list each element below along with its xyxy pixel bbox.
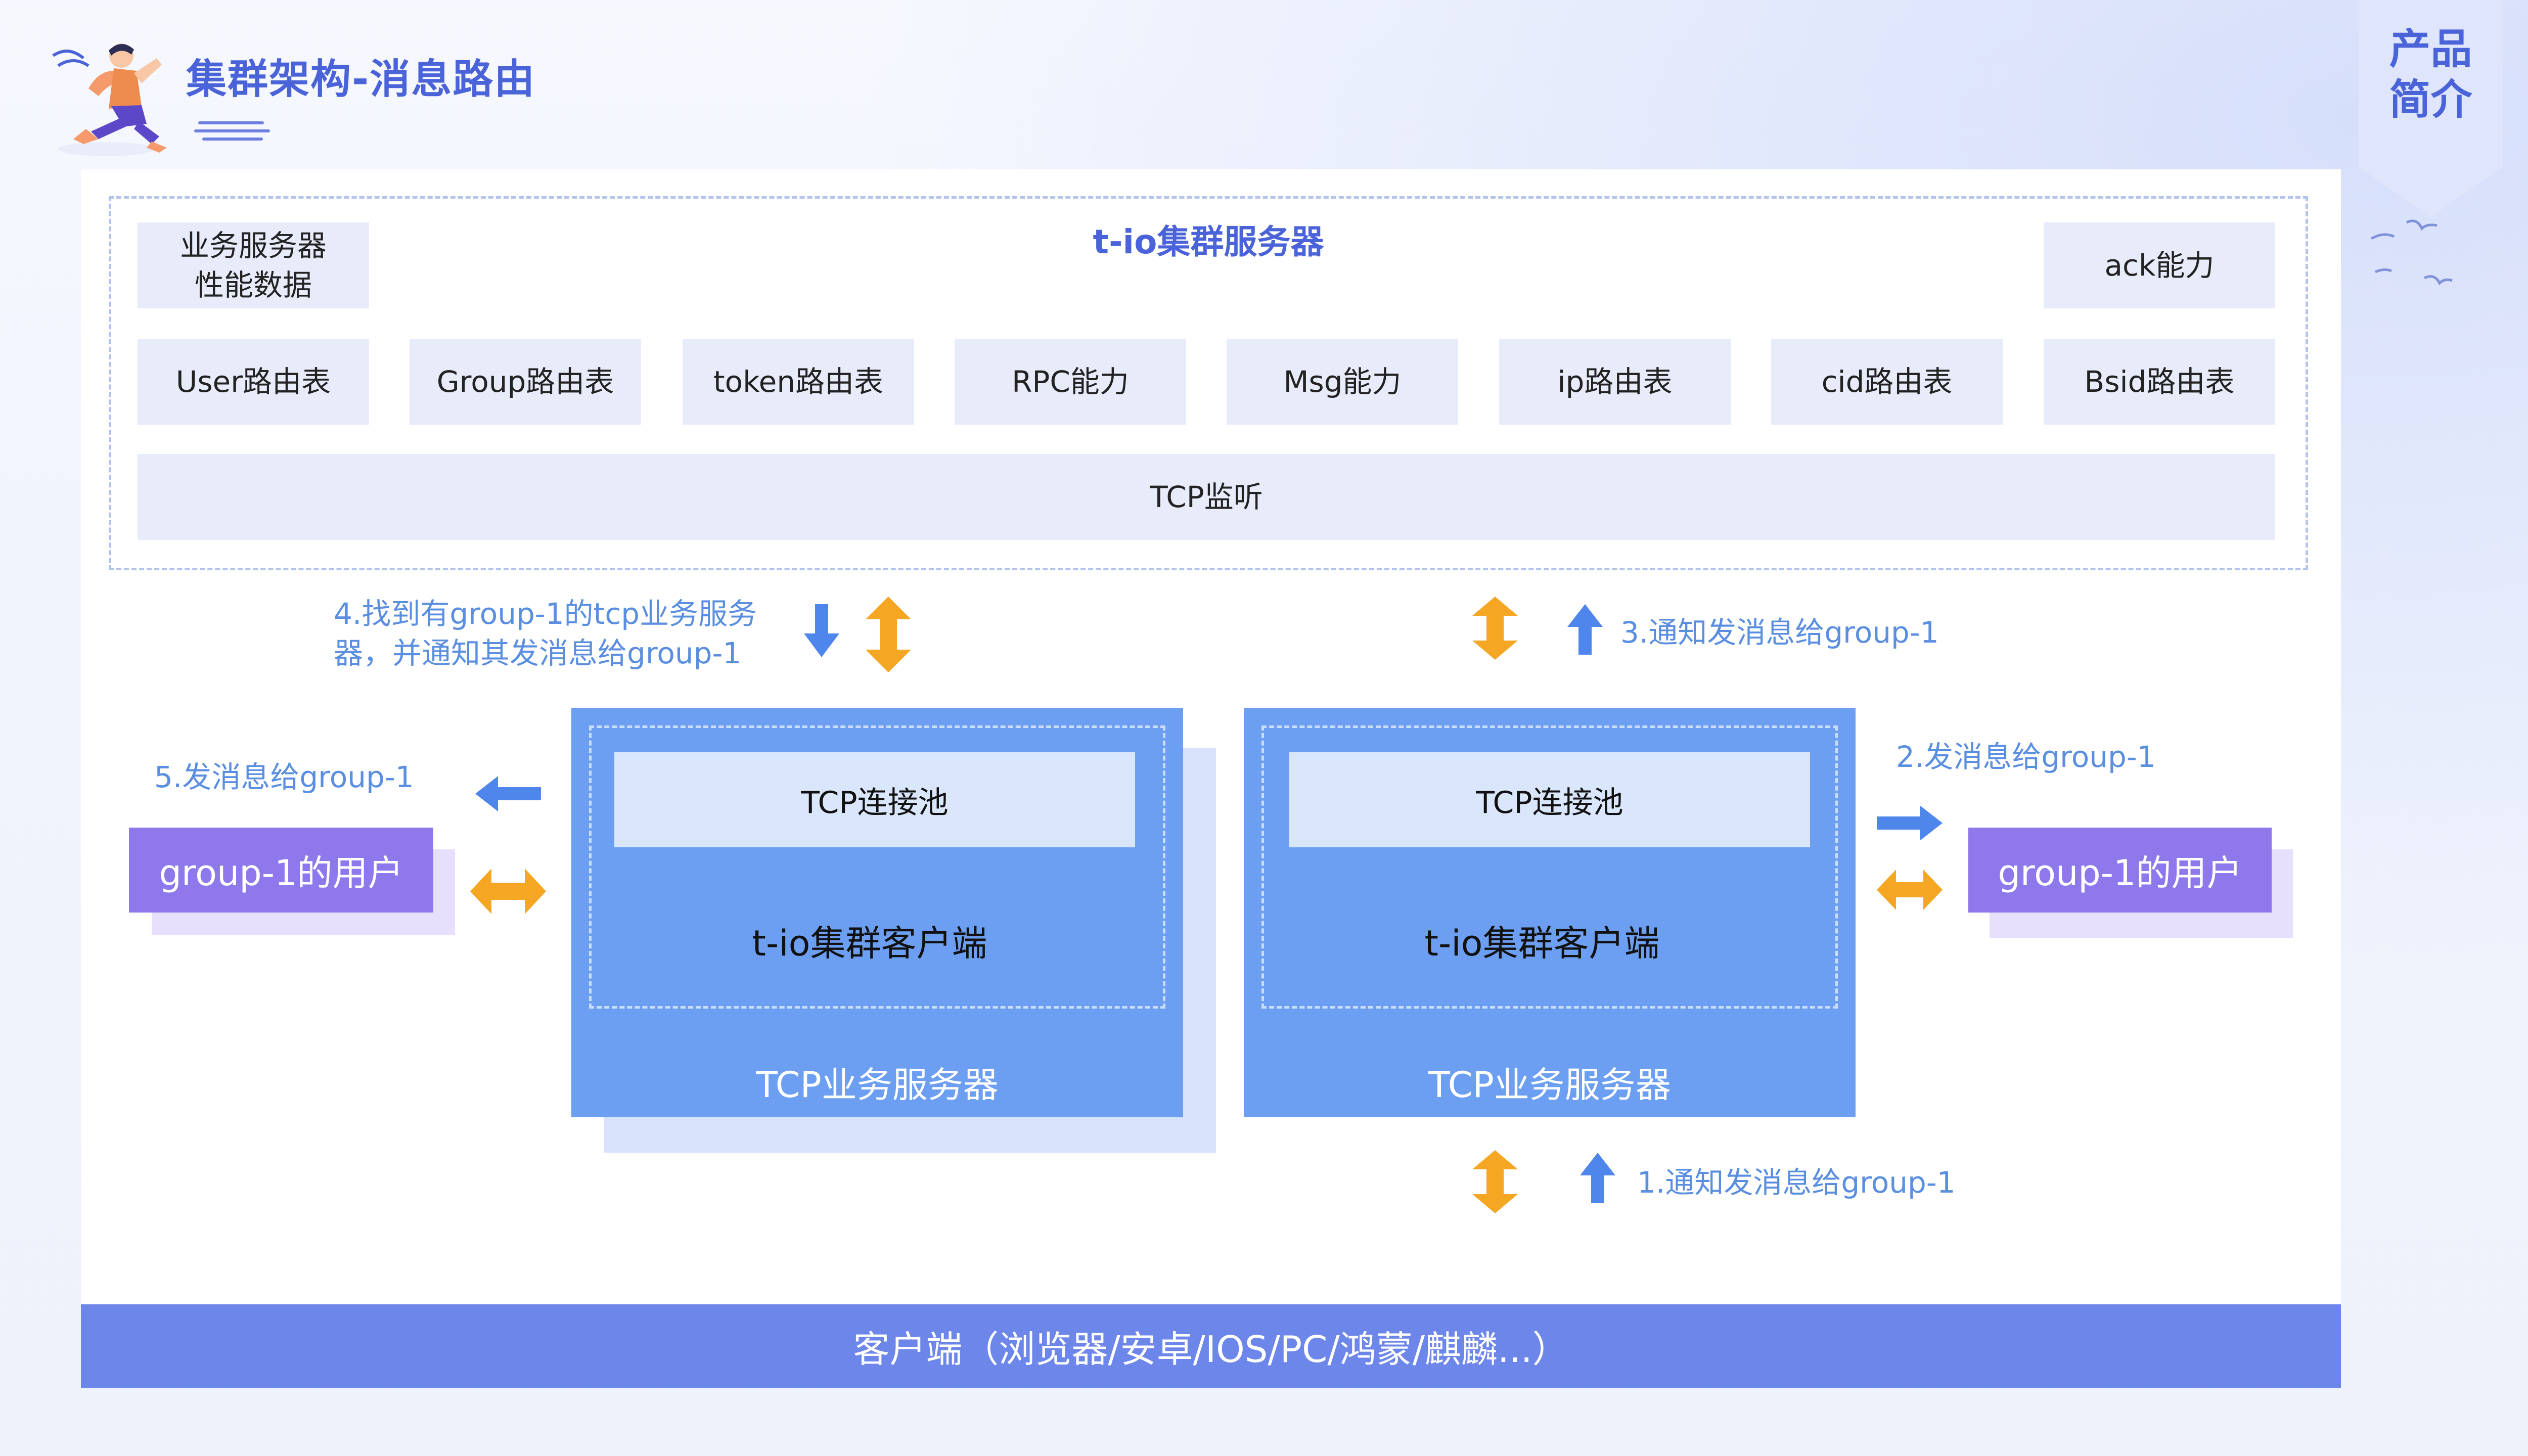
badge-line: 产品 [2389, 25, 2472, 73]
route-box-rpc: RPC能力 [955, 339, 1186, 425]
perf-data-line: 性能数据 [194, 268, 312, 302]
group-user-right: group-1的用户 [1968, 828, 2272, 913]
badge-line: 简介 [2389, 76, 2472, 124]
step4-note-line: 4.找到有group-1的tcp业务服务 [334, 597, 757, 631]
runner-mascot-icon [52, 43, 167, 156]
bidirectional-horizontal-arrow-icon [470, 869, 546, 914]
perf-data-line: 业务服务器 [179, 229, 327, 263]
arrow-up-icon [1567, 604, 1603, 655]
arrow-left-icon [475, 776, 541, 811]
bidirectional-vertical-arrow-icon [1472, 1150, 1518, 1213]
step1-note: 1.通知发消息给group-1 [1637, 1165, 1956, 1200]
tcp-pool-right: TCP连接池 [1289, 752, 1810, 847]
route-box-msg: Msg能力 [1227, 339, 1458, 425]
route-box-group: Group路由表 [410, 339, 641, 425]
step5-note: 5.发消息给group-1 [154, 760, 414, 794]
title-underline [194, 129, 270, 132]
cluster-server-frame [109, 196, 2308, 570]
arrow-down-icon [804, 604, 839, 657]
clients-bar: 客户端（浏览器/安卓/IOS/PC/鸿蒙/麒麟...） [81, 1304, 2341, 1388]
cluster-title: t-io集群服务器 [1093, 222, 1324, 261]
cluster-client-label-right: t-io集群客户端 [1424, 923, 1660, 964]
route-box-user: User路由表 [138, 339, 369, 425]
route-box-cid: cid路由表 [1771, 339, 2003, 425]
group-user-left: group-1的用户 [129, 828, 433, 913]
ack-box: ack能力 [2044, 222, 2275, 308]
page-title: 集群架构-消息路由 [186, 56, 536, 103]
bidirectional-vertical-arrow-icon [866, 597, 911, 672]
step2-note: 2.发消息给group-1 [1896, 740, 2156, 774]
cluster-client-frame-left [589, 725, 1165, 1009]
step4-note-line: 器，并通知其发消息给group-1 [334, 636, 742, 670]
route-box-bsid: Bsid路由表 [2044, 339, 2275, 425]
arrow-right-icon [1877, 805, 1943, 841]
cluster-client-frame-right [1261, 725, 1838, 1009]
section-badge [2359, 0, 2503, 167]
server-label-right: TCP业务服务器 [1428, 1064, 1671, 1106]
section-badge-label: 产品 简介 [2359, 24, 2503, 125]
section-badge-tip [2359, 167, 2503, 217]
title-underline [202, 138, 263, 141]
title-underline [198, 121, 264, 124]
route-box-token: token路由表 [683, 339, 914, 425]
perf-data-box: 业务服务器 性能数据 [138, 222, 369, 308]
tcp-listen-bar: TCP监听 [138, 454, 2275, 540]
step3-note: 3.通知发消息给group-1 [1620, 615, 1939, 650]
tcp-pool-left: TCP连接池 [614, 752, 1135, 847]
bird-icon [2370, 219, 2453, 286]
cluster-client-label-left: t-io集群客户端 [752, 923, 987, 964]
server-label-left: TCP业务服务器 [756, 1064, 999, 1106]
bidirectional-horizontal-arrow-icon [1877, 870, 1943, 910]
route-box-ip: ip路由表 [1499, 339, 1731, 425]
arrow-up-icon [1580, 1153, 1615, 1203]
bidirectional-vertical-arrow-icon [1472, 597, 1518, 660]
step4-note: 4.找到有group-1的tcp业务服务 器，并通知其发消息给group-1 [334, 594, 757, 673]
